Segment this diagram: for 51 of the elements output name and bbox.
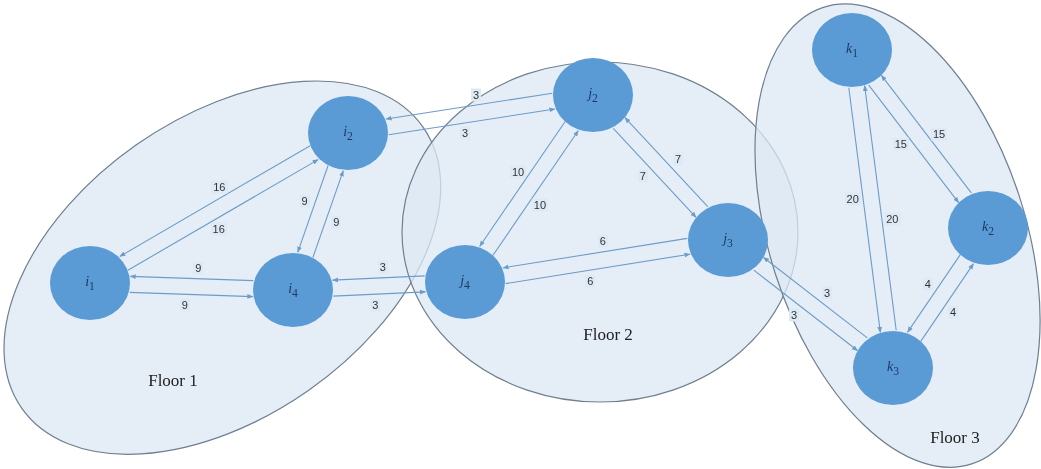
arrow xyxy=(753,269,858,352)
arrow xyxy=(388,107,556,136)
arrow xyxy=(332,289,426,297)
edge-label: 7 xyxy=(673,152,684,166)
edge-label: 16 xyxy=(210,222,227,236)
edge-label: 4 xyxy=(948,305,959,319)
edge-label: 4 xyxy=(922,277,933,291)
arrow xyxy=(612,127,697,218)
edge-label: 3 xyxy=(370,298,381,312)
edge-label: 3 xyxy=(821,286,832,300)
edge-label: 20 xyxy=(884,212,901,226)
edge-label: 3 xyxy=(788,308,800,321)
arrow xyxy=(907,254,961,333)
arrow xyxy=(312,170,344,258)
edge-label: 9 xyxy=(179,298,190,312)
arrow xyxy=(479,121,566,247)
arrow xyxy=(129,274,254,282)
floor-label: Floor 2 xyxy=(583,325,633,345)
arrow xyxy=(763,256,868,339)
arrow xyxy=(385,92,553,121)
arrow xyxy=(332,275,426,283)
edge-label: 20 xyxy=(844,192,861,206)
edge-label: 15 xyxy=(892,137,909,151)
floor-label: Floor 1 xyxy=(148,371,198,391)
arrow xyxy=(624,117,709,208)
edge-label: 9 xyxy=(193,261,204,275)
edge-label: 3 xyxy=(459,126,471,140)
arrow xyxy=(119,145,311,257)
edge-label: 10 xyxy=(509,165,527,179)
edge-label: 10 xyxy=(531,198,549,212)
arrow xyxy=(297,165,329,253)
arrow xyxy=(502,237,688,270)
arrow xyxy=(880,74,972,194)
arrow xyxy=(920,263,974,342)
arrow xyxy=(868,84,960,204)
edge-label: 6 xyxy=(597,234,608,248)
floor-label: Floor 3 xyxy=(930,428,980,448)
arrow xyxy=(127,159,319,271)
arrow xyxy=(863,85,897,331)
arrow xyxy=(129,291,254,299)
edge-label: 15 xyxy=(931,127,948,141)
edge-label: 16 xyxy=(211,180,228,194)
arrow xyxy=(848,87,882,333)
edge-label: 3 xyxy=(377,260,388,274)
edge-label: 6 xyxy=(585,274,596,288)
edge-label: 3 xyxy=(470,88,482,101)
edge-label: 7 xyxy=(637,169,648,183)
arrow xyxy=(505,252,691,285)
edge-label: 9 xyxy=(331,215,342,229)
arrow xyxy=(492,130,579,256)
edge-label: 9 xyxy=(299,194,310,208)
